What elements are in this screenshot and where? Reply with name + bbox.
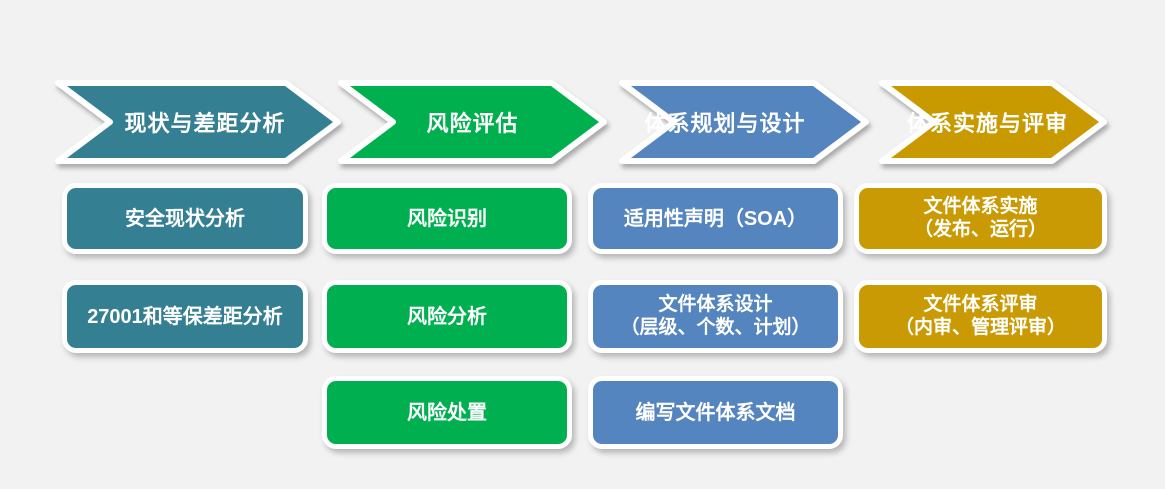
chevron-shape-gap-analysis (55, 80, 341, 164)
step-box-document-system-design: 文件体系设计 （层级、个数、计划） (588, 280, 843, 353)
step-box-27001-gap-analysis: 27001和等保差距分析 (62, 280, 308, 353)
step-box-document-system-review: 文件体系评审 （内审、管理评审） (854, 280, 1107, 353)
chevron-shape-planning-design (619, 80, 869, 164)
step-box-risk-identification: 风险识别 (322, 183, 572, 254)
chevron-shape-risk-assessment (338, 80, 607, 164)
chevron-shape-implementation-review (879, 80, 1107, 164)
step-box-soa-statement: 适用性声明（SOA） (588, 183, 843, 254)
step-box-security-status-analysis: 安全现状分析 (62, 183, 308, 254)
step-box-document-system-implementation: 文件体系实施 （发布、运行） (854, 183, 1107, 254)
chevron-band (55, 80, 1107, 164)
step-box-write-system-documents: 编写文件体系文档 (588, 376, 843, 449)
step-box-risk-treatment: 风险处置 (322, 376, 572, 449)
step-box-risk-analysis: 风险分析 (322, 280, 572, 353)
